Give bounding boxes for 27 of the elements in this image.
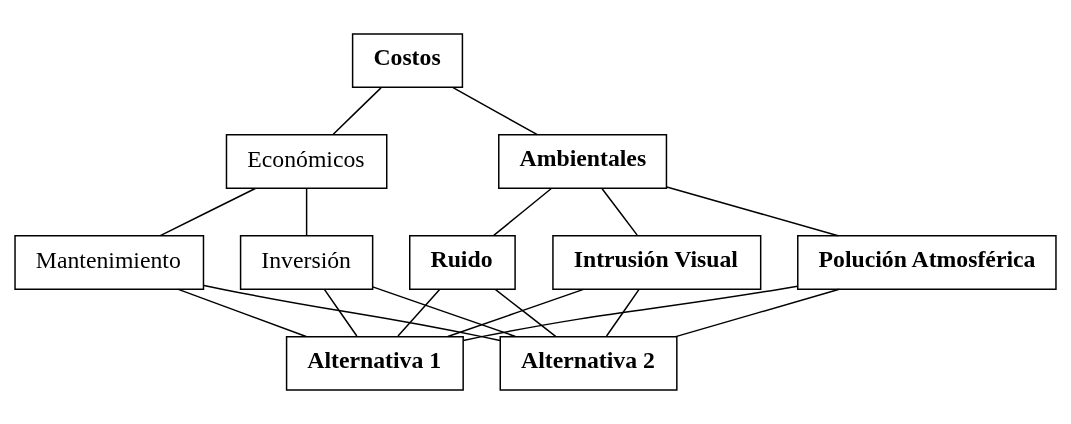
connector bbox=[397, 288, 441, 337]
connector bbox=[447, 288, 585, 338]
node-box: Mantenimiento bbox=[14, 235, 205, 290]
node-box: Ambientales bbox=[498, 134, 668, 189]
node-box: Económicos bbox=[225, 134, 388, 189]
connector bbox=[372, 286, 517, 338]
connector bbox=[203, 284, 501, 342]
connector bbox=[452, 86, 539, 136]
connector bbox=[605, 288, 640, 337]
node-box: Costos bbox=[351, 33, 464, 89]
connector bbox=[666, 186, 839, 237]
connector bbox=[323, 288, 358, 337]
connector bbox=[601, 188, 638, 236]
connector bbox=[305, 188, 308, 236]
connector bbox=[159, 187, 256, 237]
connector bbox=[675, 288, 841, 338]
node-box: Inversión bbox=[239, 235, 374, 290]
connector bbox=[494, 288, 557, 338]
node-box: Intrusión Visual bbox=[552, 235, 762, 290]
node-box: Polución Atmosférica bbox=[797, 235, 1057, 290]
connector bbox=[332, 87, 382, 135]
connector bbox=[493, 188, 552, 237]
node-box: Alternativa 2 bbox=[499, 335, 678, 391]
node-box: Ruido bbox=[409, 235, 516, 290]
connector bbox=[177, 288, 307, 338]
connector bbox=[462, 285, 799, 342]
node-box: Alternativa 1 bbox=[285, 335, 464, 391]
